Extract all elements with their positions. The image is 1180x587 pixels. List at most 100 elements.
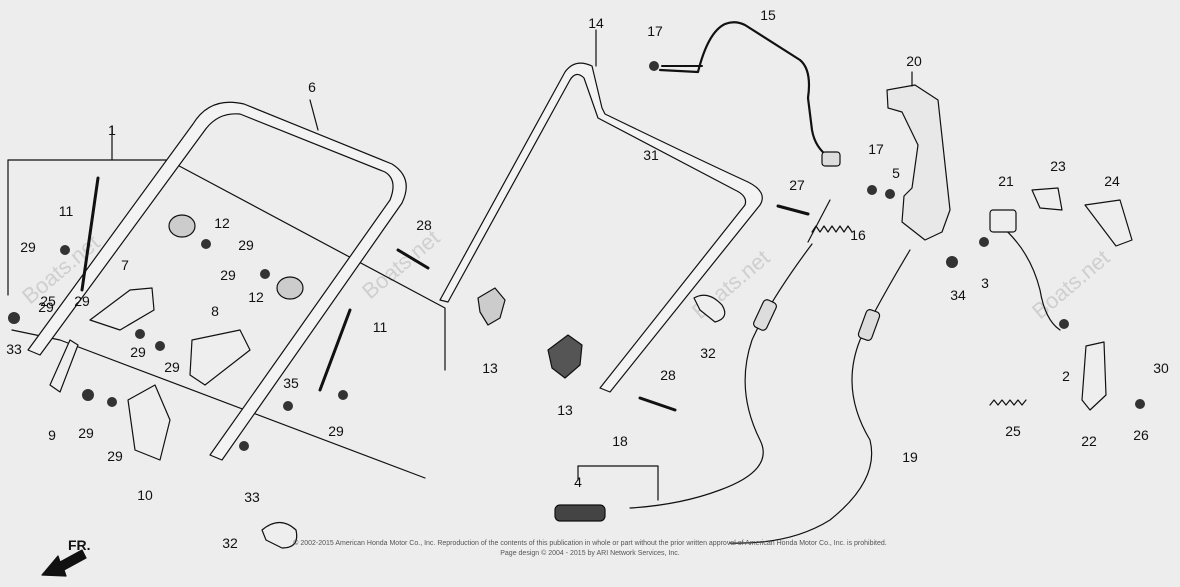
part-callout-25: 25 <box>1005 423 1021 439</box>
bracket <box>189 329 251 386</box>
link-arm <box>49 339 79 393</box>
control-cable <box>807 199 831 243</box>
spring <box>989 399 1027 406</box>
spring <box>811 225 853 233</box>
part-callout-6: 6 <box>308 79 316 95</box>
bolt-head <box>283 401 293 411</box>
part-callout-30: 30 <box>1153 360 1169 376</box>
cable-clip <box>693 294 726 323</box>
part-callout-1: 1 <box>108 122 116 138</box>
part-callout-27: 27 <box>789 177 805 193</box>
nut <box>260 269 270 279</box>
part-callout-2: 2 <box>1062 368 1070 384</box>
cable-bracket <box>989 209 1017 233</box>
part-callout-5: 5 <box>892 165 900 181</box>
cable-clip <box>261 521 298 549</box>
part-callout-29: 29 <box>74 293 90 309</box>
part-callout-20: 20 <box>906 53 922 69</box>
control-lever <box>886 84 951 241</box>
part-callout-24: 24 <box>1104 173 1120 189</box>
bolt-head <box>946 256 958 268</box>
nut <box>201 239 211 249</box>
part-callout-4: 4 <box>574 474 582 490</box>
part-callout-29: 29 <box>20 239 36 255</box>
collar <box>276 276 304 300</box>
bracket <box>89 287 155 331</box>
part-callout-28: 28 <box>416 217 432 233</box>
assembly-outline-1 <box>7 159 446 371</box>
part-callout-29: 29 <box>107 448 123 464</box>
nut <box>60 245 70 255</box>
part-callout-17: 17 <box>868 141 884 157</box>
grip-sleeve <box>554 504 606 522</box>
part-callout-9: 9 <box>48 427 56 443</box>
part-callout-12: 12 <box>248 289 264 305</box>
part-callout-21: 21 <box>998 173 1014 189</box>
part-callout-26: 26 <box>1133 427 1149 443</box>
part-callout-11: 11 <box>59 203 74 219</box>
part-callout-19: 19 <box>902 449 918 465</box>
part-callout-29: 29 <box>220 267 236 283</box>
part-callout-33: 33 <box>244 489 260 505</box>
part-callout-29: 29 <box>238 237 254 253</box>
part-callout-13: 13 <box>482 360 498 376</box>
part-callout-29: 29 <box>38 299 54 315</box>
bolt-head <box>1135 399 1145 409</box>
nut <box>155 341 165 351</box>
part-callout-25: 25 <box>40 293 56 309</box>
part-callout-13: 13 <box>557 402 573 418</box>
control-cable <box>729 249 911 544</box>
control-wire <box>658 21 832 160</box>
bracket <box>1031 187 1063 211</box>
part-callout-31: 31 <box>643 147 659 163</box>
part-callout-29: 29 <box>164 359 180 375</box>
collar <box>168 214 196 238</box>
washer <box>885 189 895 199</box>
part-callout-29: 29 <box>130 344 146 360</box>
copyright-line: © 2002-2015 American Honda Motor Co., In… <box>293 540 887 547</box>
nut <box>338 390 348 400</box>
part-callout-8: 8 <box>211 303 219 319</box>
bolt <box>638 396 677 412</box>
rod <box>80 176 100 292</box>
knob <box>547 334 583 379</box>
watermark-text: Boats.net <box>1027 245 1114 324</box>
part-callout-33: 33 <box>6 341 22 357</box>
direction-label: FR. <box>68 537 91 553</box>
part-callout-32: 32 <box>222 535 238 551</box>
cable-fitting <box>857 309 881 341</box>
front-direction-arrow <box>41 549 87 577</box>
part-callout-23: 23 <box>1050 158 1066 174</box>
nut <box>82 389 94 401</box>
grommet <box>867 185 877 195</box>
wire-end-fitting <box>821 151 841 167</box>
grommet <box>649 61 659 71</box>
watermark-layer: Boats.net Boats.net Boats.net Boats.net <box>17 225 1114 324</box>
bolt <box>776 204 810 216</box>
part-callout-22: 22 <box>1081 433 1097 449</box>
bracket <box>1084 199 1133 247</box>
cable-end <box>1059 319 1069 329</box>
part-callout-10: 10 <box>137 487 153 503</box>
lever-plate <box>1081 341 1107 411</box>
assembly-outline-1 <box>11 329 426 479</box>
part-callout-15: 15 <box>760 7 776 23</box>
knob <box>477 287 506 326</box>
part-callout-18: 18 <box>612 433 628 449</box>
bolt <box>396 248 430 270</box>
part-callout-14: 14 <box>588 15 604 31</box>
nut <box>107 397 117 407</box>
bolt-head <box>8 312 20 324</box>
bolt-head <box>239 441 249 451</box>
lower-handle <box>27 101 407 461</box>
upper-handle <box>439 62 763 393</box>
part-callout-16: 16 <box>850 227 866 243</box>
part-callout-3: 3 <box>981 275 989 291</box>
bracket <box>127 384 171 461</box>
part-callout-28: 28 <box>660 367 676 383</box>
part-callout-11: 11 <box>373 319 388 335</box>
part-callout-35: 35 <box>283 375 299 391</box>
